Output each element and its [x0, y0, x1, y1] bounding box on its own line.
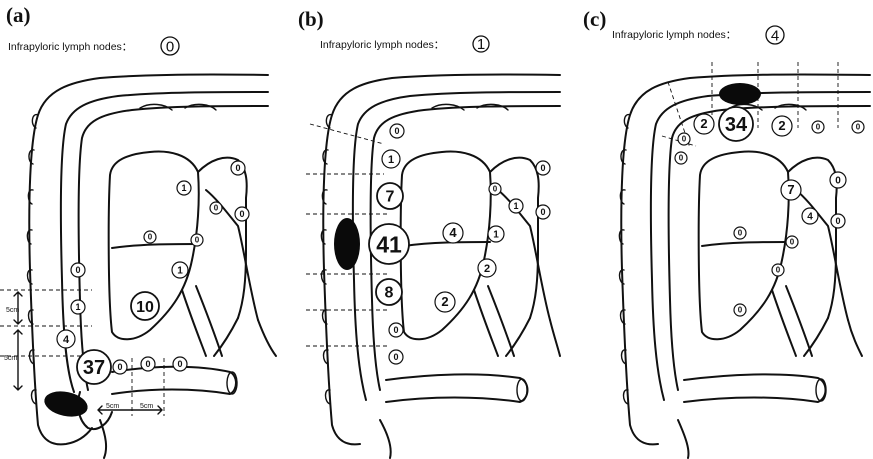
panel-b-vessels [401, 152, 560, 356]
panel-b-title-count: 1 [477, 36, 485, 53]
panel-c-node-count: 0 [776, 266, 781, 275]
panel-c-node-count: 0 [679, 154, 684, 163]
panel-b-node-count: 0 [540, 163, 545, 173]
panel-b: (b) Infrapyloric lymph nodes： 1 [298, 7, 560, 458]
panel-a-node-count: 1 [75, 302, 80, 312]
panel-c-node-count: 0 [738, 306, 743, 315]
panel-a-node-count: 0 [145, 359, 150, 369]
panel-c-node-count: 2 [778, 118, 785, 133]
dim-a-2: 5cm [4, 355, 17, 362]
panel-c-node-count: 4 [807, 211, 813, 222]
panel-a-tumor [42, 388, 90, 421]
panel-a-node-count: 0 [195, 236, 200, 245]
panel-b-nodes: 0174180041220100 [369, 124, 550, 364]
panel-a-title-count: 0 [166, 39, 174, 56]
panel-c-node-count: 0 [816, 123, 821, 132]
panel-c-node-count: 7 [787, 182, 794, 197]
panel-c-node-count: 0 [835, 216, 840, 226]
panel-b-node-count: 0 [540, 207, 545, 217]
panel-b-node-count: 1 [513, 201, 518, 211]
panel-c-node-count: 0 [738, 229, 743, 238]
panel-b-node-count: 41 [376, 231, 402, 257]
panel-b-node-count: 2 [484, 263, 490, 275]
panel-b-node-count: 0 [393, 325, 398, 335]
dim-a-4: 5cm [140, 403, 153, 410]
panel-a-node-count: 37 [83, 357, 105, 379]
panel-a-node-count: 0 [239, 209, 244, 219]
panel-a-node-count: 0 [235, 163, 240, 173]
panel-c-tumor [719, 83, 761, 105]
panel-b-node-count: 1 [388, 154, 394, 166]
panel-c-node-count: 2 [700, 116, 707, 131]
panel-b-node-count: 1 [493, 229, 499, 240]
panel-c-title-count: 4 [771, 28, 779, 45]
panel-c-title: Infrapyloric lymph nodes： [612, 29, 736, 41]
panel-b-colon [321, 74, 560, 458]
panel-a-title-count-circle: 0 [161, 37, 179, 56]
panel-a: (a) Infrapyloric lymph nodes： 0 [0, 3, 276, 458]
panel-b-title-count-circle: 1 [473, 36, 489, 53]
panel-a-node-count: 0 [117, 362, 122, 372]
panel-b-node-count: 4 [449, 225, 457, 240]
panel-b-node-count: 8 [385, 284, 394, 301]
panel-b-node-count: 0 [493, 185, 498, 194]
panel-c-node-count: 0 [856, 123, 861, 132]
panel-a-node-count: 4 [63, 334, 70, 346]
panel-c-letter: (c) [583, 7, 606, 31]
panel-a-node-count: 10 [136, 299, 154, 316]
panel-b-tumor [334, 218, 360, 270]
panel-a-node-count: 0 [214, 204, 219, 213]
panel-a-node-count: 0 [148, 233, 153, 242]
panel-a-title: Infrapyloric lymph nodes： [8, 41, 132, 53]
panel-b-node-count: 0 [394, 126, 399, 136]
panel-c-node-count: 0 [682, 135, 687, 144]
dim-a-1: 5cm [6, 307, 19, 314]
panel-b-node-count: 7 [386, 188, 395, 205]
panel-b-title: Infrapyloric lymph nodes： [320, 39, 444, 51]
panel-b-node-count: 2 [441, 294, 448, 309]
panel-a-node-count: 0 [75, 265, 80, 275]
panel-a-node-count: 1 [181, 183, 186, 193]
panel-c-node-count: 0 [835, 175, 841, 186]
panel-c: (c) Infrapyloric lymph nodes： 4 [583, 7, 870, 458]
panel-a-node-count: 0 [177, 359, 182, 369]
panel-a-letter: (a) [6, 3, 31, 27]
panel-c-node-count: 0 [790, 238, 795, 247]
panel-a-node-count: 1 [177, 265, 183, 276]
dim-a-3: 5cm [106, 403, 119, 410]
panel-c-title-count-circle: 4 [766, 26, 784, 45]
panel-a-vessels [109, 152, 276, 356]
panel-b-letter: (b) [298, 7, 324, 31]
panel-b-node-count: 0 [393, 352, 398, 362]
panel-c-node-count: 34 [725, 114, 748, 136]
